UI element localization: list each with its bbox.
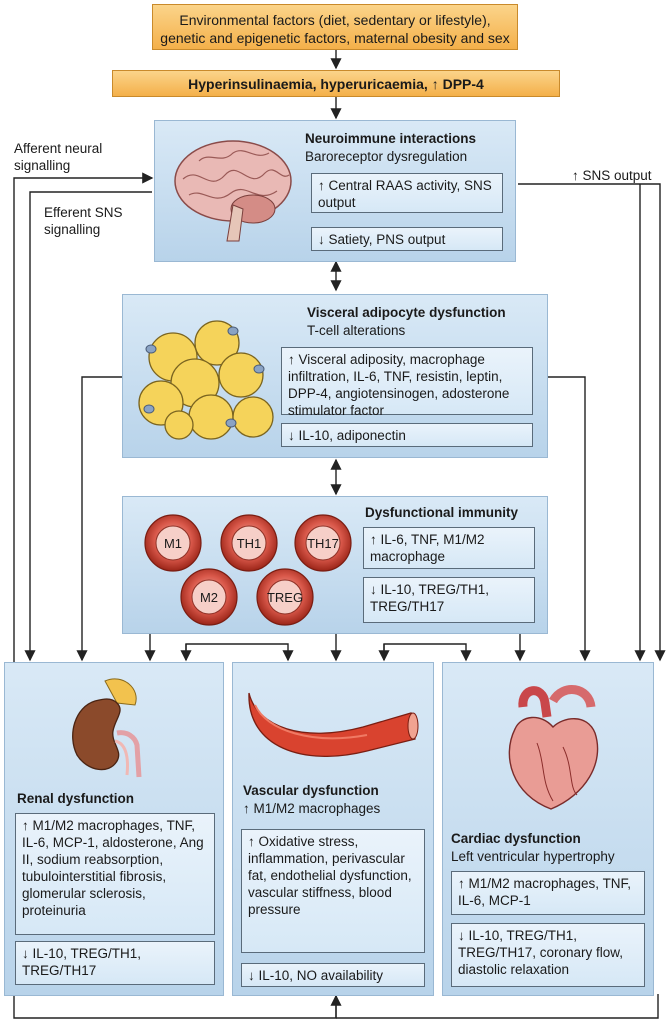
renal-down-box: ↓ IL-10, TREG/TH1, TREG/TH17 [15,941,215,985]
environmental-line-2: genetic and epigenetic factors, maternal… [160,30,510,46]
cell-m1-label: M1 [164,536,182,551]
cardiac-up-box: ↑ M1/M2 macrophages, TNF, IL-6, MCP-1 [451,871,645,915]
visceral-down-box: ↓ IL-10, adiponectin [281,423,533,447]
adipocyte-cluster-icon [138,320,274,440]
visceral-up-text: ↑ Visceral adiposity, macrophage infiltr… [288,352,510,418]
brain-icon [174,140,292,242]
visceral-up-box: ↑ Visceral adiposity, macrophage infiltr… [281,347,533,418]
neuro-up-box: ↑ Central RAAS activity, SNS output [311,173,503,213]
neuro-down-text: ↓ Satiety, PNS output [318,232,446,247]
cardiac-down-box: ↓ IL-10, TREG/TH1, TREG/TH17, coronary f… [451,923,645,987]
immunity-up-text: ↑ IL-6, TNF, M1/M2 macrophage [370,532,485,564]
sns-output-label: ↑ SNS output [572,168,652,183]
neuroimmune-panel: Neuroimmune interactions Baroreceptor dy… [154,120,516,262]
visceral-down-text: ↓ IL-10, adiponectin [288,428,406,443]
hyperinsulinaemia-box: Hyperinsulinaemia, hyperuricaemia, ↑ DPP… [112,70,560,97]
neuro-title: Neuroimmune interactions [305,131,477,146]
neuro-subtitle: Baroreceptor dysregulation [305,149,468,164]
renal-panel: Renal dysfunction ↑ M1/M2 macrophages, T… [4,662,224,996]
renal-up-text: ↑ M1/M2 macrophages, TNF, IL-6, MCP-1, a… [22,818,204,918]
visceral-panel: Visceral adipocyte dysfunction T-cell al… [122,294,548,458]
cell-treg-label: TREG [267,590,303,605]
environmental-factors-box: Environmental factors (diet, sedentary o… [152,4,518,50]
vascular-title: Vascular dysfunction [243,783,379,798]
environmental-line-1: Environmental factors (diet, sedentary o… [179,12,491,28]
immunity-up-box: ↑ IL-6, TNF, M1/M2 macrophage [363,527,535,569]
vascular-down-text: ↓ IL-10, NO availability [248,968,384,983]
vascular-panel: Vascular dysfunction ↑ M1/M2 macrophages… [232,662,434,996]
neuro-up-text: ↑ Central RAAS activity, SNS output [318,178,492,210]
cardiac-up-text: ↑ M1/M2 macrophages, TNF, IL-6, MCP-1 [458,876,632,908]
afferent-label: Afferent neural signalling [14,141,103,173]
immune-cells-icon: M1 TH1 TH17 M2 TREG [144,514,352,626]
vascular-up-box: ↑ Oxidative stress, inflammation, periva… [241,829,425,953]
cardiac-subtitle: Left ventricular hypertrophy [451,849,615,864]
renal-up-box: ↑ M1/M2 macrophages, TNF, IL-6, MCP-1, a… [15,813,215,935]
visceral-subtitle: T-cell alterations [307,323,406,338]
blood-vessel-icon [248,692,419,757]
visceral-title: Visceral adipocyte dysfunction [307,305,506,320]
cell-th17-label: TH17 [307,536,339,551]
vascular-down-box: ↓ IL-10, NO availability [241,963,425,987]
heart-icon [508,685,599,810]
kidney-icon [72,678,142,778]
cardiac-panel: Cardiac dysfunction Left ventricular hyp… [442,662,654,996]
immunity-panel: M1 TH1 TH17 M2 TREG Dysfunctional immuni… [122,496,548,634]
hyperinsulinaemia-text: Hyperinsulinaemia, hyperuricaemia, ↑ DPP… [188,76,484,92]
immunity-title: Dysfunctional immunity [365,505,519,520]
neuro-down-box: ↓ Satiety, PNS output [311,227,503,251]
vascular-subtitle: ↑ M1/M2 macrophages [243,801,381,816]
vascular-up-text: ↑ Oxidative stress, inflammation, periva… [248,834,412,917]
immunity-down-box: ↓ IL-10, TREG/TH1, TREG/TH17 [363,577,535,623]
immunity-down-text: ↓ IL-10, TREG/TH1, TREG/TH17 [370,582,490,614]
cardiac-title: Cardiac dysfunction [451,831,581,846]
renal-title: Renal dysfunction [17,791,135,806]
cardiac-down-text: ↓ IL-10, TREG/TH1, TREG/TH17, coronary f… [458,928,624,977]
cell-m2-label: M2 [200,590,218,605]
renal-down-text: ↓ IL-10, TREG/TH1, TREG/TH17 [22,946,142,978]
efferent-label: Efferent SNS signalling [44,205,123,237]
cell-th1-label: TH1 [237,536,262,551]
